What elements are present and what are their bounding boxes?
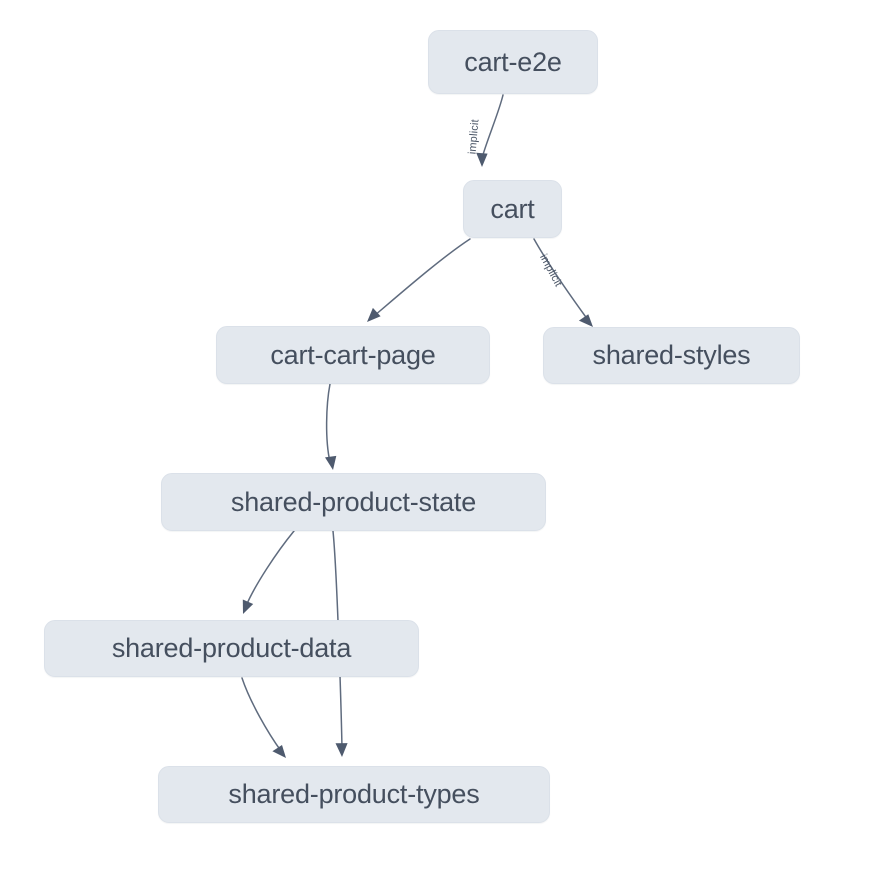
edge-label-implicit: implicit bbox=[466, 119, 481, 155]
graph-node-label: shared-product-data bbox=[111, 633, 352, 663]
graph-node-label: cart bbox=[490, 193, 535, 224]
graph-node-shared-styles[interactable]: shared-styles bbox=[543, 327, 800, 384]
arrowhead-icon bbox=[367, 307, 381, 322]
graph-node-label: shared-product-state bbox=[230, 486, 477, 517]
edge-path bbox=[481, 94, 504, 159]
graph-node-label: cart-e2e bbox=[464, 46, 562, 77]
arrowhead-icon bbox=[476, 152, 488, 167]
arrowhead-icon bbox=[272, 745, 286, 758]
graph-node-shared-product-types[interactable]: shared-product-types bbox=[158, 766, 550, 823]
edge-path bbox=[533, 238, 589, 321]
edge-cart-cart-page-to-shared-product-state[interactable] bbox=[325, 383, 337, 470]
graph-node-cart-cart-page[interactable]: cart-cart-page bbox=[216, 326, 490, 384]
edge-path bbox=[245, 530, 295, 607]
graph-node-cart-e2e[interactable]: cart-e2e bbox=[428, 30, 598, 94]
graph-node-label: shared-styles bbox=[592, 340, 751, 370]
arrowhead-icon bbox=[242, 599, 254, 614]
edge-shared-product-state-to-shared-product-data[interactable] bbox=[242, 530, 295, 614]
graph-node-shared-product-state[interactable]: shared-product-state bbox=[161, 473, 546, 531]
edge-path bbox=[241, 677, 282, 752]
arrowhead-icon bbox=[578, 314, 593, 327]
edge-cart-to-cart-cart-page[interactable] bbox=[367, 238, 471, 322]
edge-path bbox=[373, 238, 471, 317]
graph-node-label: shared-product-types bbox=[228, 779, 480, 809]
edge-path bbox=[325, 383, 331, 463]
edge-cart-e2e-to-cart[interactable]: implicit bbox=[466, 94, 504, 167]
graph-node-cart[interactable]: cart bbox=[463, 180, 562, 238]
arrowhead-icon bbox=[335, 743, 348, 757]
graph-node-shared-product-data[interactable]: shared-product-data bbox=[44, 620, 419, 677]
graph-node-label: cart-cart-page bbox=[270, 339, 436, 370]
arrowhead-icon bbox=[325, 455, 337, 470]
edge-shared-product-data-to-shared-product-types[interactable] bbox=[241, 677, 286, 758]
